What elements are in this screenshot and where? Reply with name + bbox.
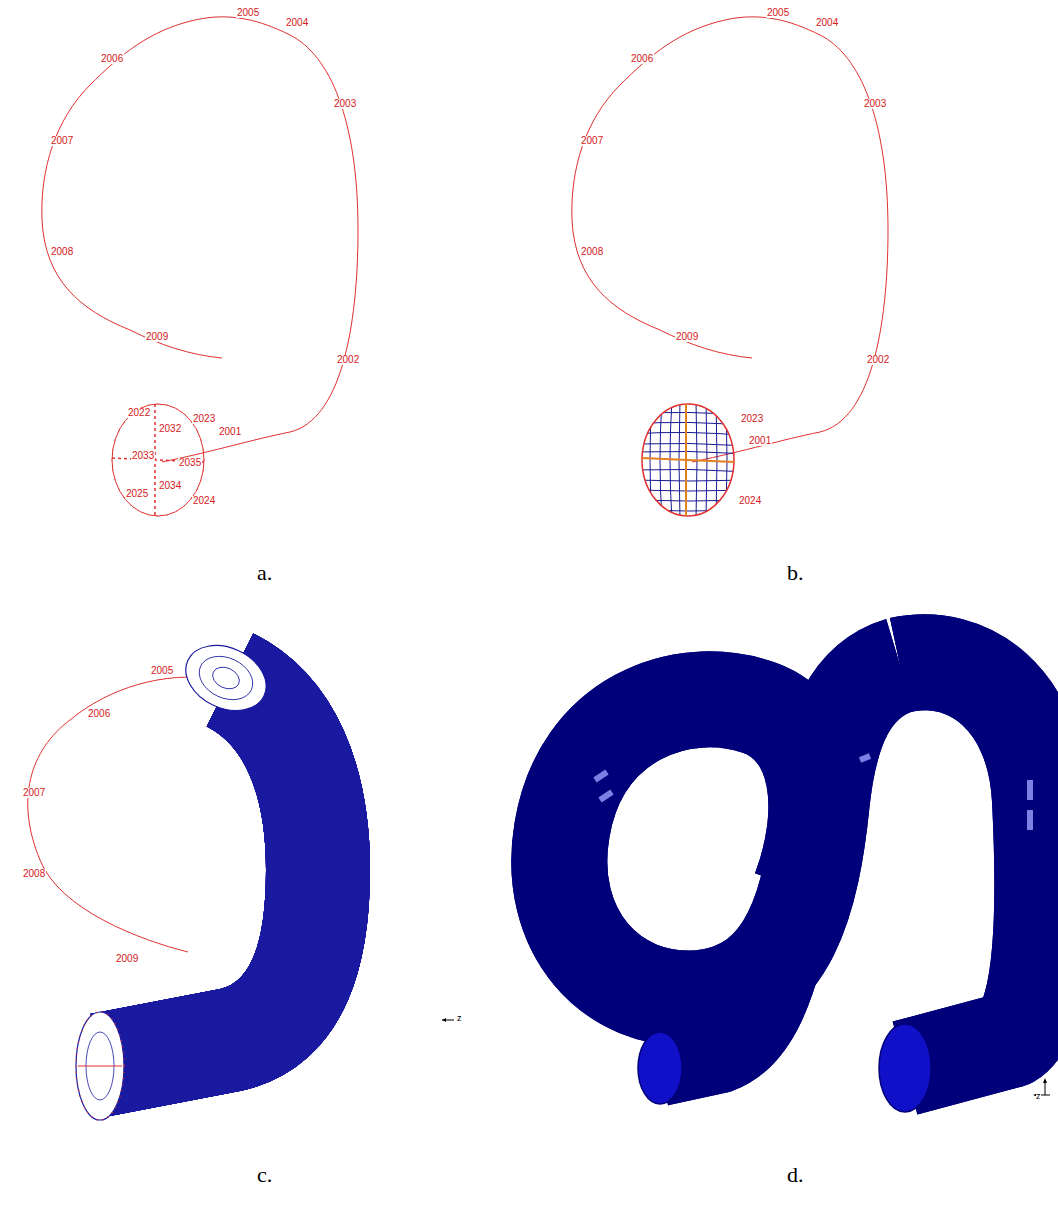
curve-number: 2023 xyxy=(192,414,216,424)
curve-number: 2006 xyxy=(87,709,111,719)
curve-number: 2002 xyxy=(866,355,890,365)
curve-number: 2001 xyxy=(748,436,772,446)
panel-a xyxy=(42,17,358,516)
curve-number: 2006 xyxy=(100,54,124,64)
curve-number: 2005 xyxy=(766,8,790,18)
curve-number: 2008 xyxy=(580,247,604,257)
curve-number: 2024 xyxy=(738,496,762,506)
curve-number: 2006 xyxy=(630,54,654,64)
curve-number: 2008 xyxy=(22,869,46,879)
curve-number: 2022 xyxy=(127,408,151,418)
panel-caption: c. xyxy=(257,1164,272,1186)
curve-number: 2032 xyxy=(158,424,182,434)
curve-number: 2033 xyxy=(131,451,155,461)
curve-number: 2003 xyxy=(333,99,357,109)
curve-number: 2003 xyxy=(863,99,887,109)
axis-label: z xyxy=(457,1014,462,1023)
curve-number: 2009 xyxy=(145,332,169,342)
axis-label: z xyxy=(1036,1092,1041,1101)
curve-number: 2034 xyxy=(158,481,182,491)
panel-c xyxy=(28,633,454,1120)
curve-number: 2007 xyxy=(22,788,46,798)
curve-number: 2023 xyxy=(740,414,764,424)
panel-caption: b. xyxy=(787,562,804,584)
curve-number: 2025 xyxy=(125,489,149,499)
curve-number: 2001 xyxy=(218,427,242,437)
curve-number: 2005 xyxy=(150,666,174,676)
curve-number: 2009 xyxy=(115,954,139,964)
curve-number: 2009 xyxy=(675,332,699,342)
panel-b xyxy=(572,17,888,520)
curve-number: 2007 xyxy=(580,136,604,146)
curve-number: 2005 xyxy=(236,8,260,18)
curve-number: 2035 xyxy=(178,458,202,468)
curve-number: 2007 xyxy=(50,136,74,146)
curve-number: 2004 xyxy=(815,18,839,28)
panel-d xyxy=(559,662,1050,1112)
panel-caption: d. xyxy=(787,1164,804,1186)
curve-number: 2002 xyxy=(336,355,360,365)
curve-number: 2008 xyxy=(50,247,74,257)
curve-number: 2024 xyxy=(192,496,216,506)
panel-caption: a. xyxy=(257,562,272,584)
curve-number: 2004 xyxy=(285,18,309,28)
